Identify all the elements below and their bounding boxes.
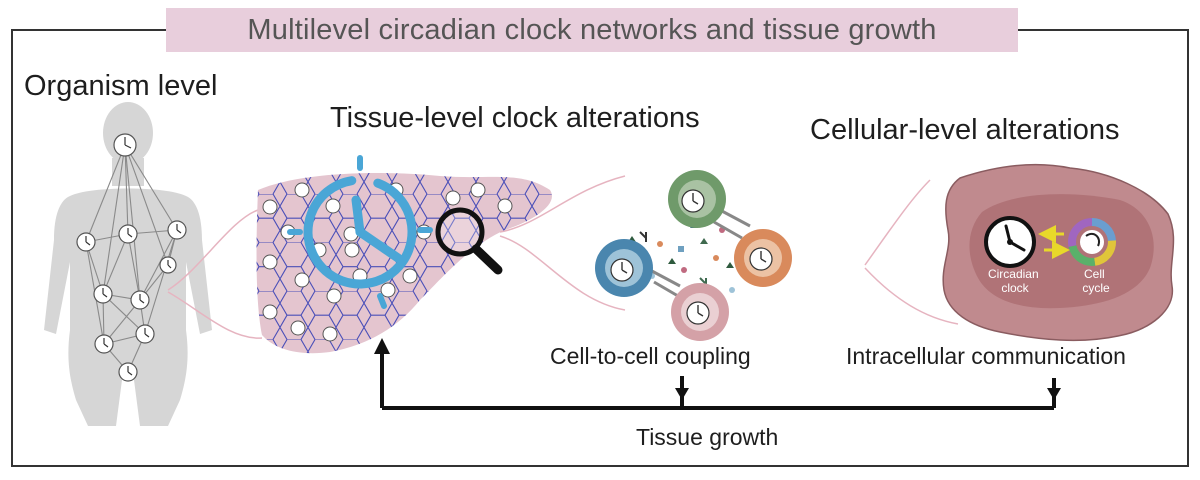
cell-coupling-cluster (595, 170, 792, 341)
tissue-big-clock-icon (287, 155, 433, 309)
cell-cycle-icon (1068, 218, 1116, 266)
outer-frame (11, 29, 1189, 467)
connector-liver-cells (499, 175, 626, 311)
connector-cells-bigcell (864, 179, 959, 325)
cell-circadian-clock-icon (984, 216, 1036, 268)
circadian-clock-label: Circadian clock (988, 267, 1042, 295)
diagram-title: Multilevel circadian clock networks and … (247, 13, 937, 46)
cellular-level-label: Cellular-level alterations (810, 114, 1120, 146)
cell-label-line2: clock (1001, 281, 1029, 295)
connector-body-liver (167, 209, 263, 339)
body-clock-hands (85, 137, 182, 376)
cell-cycle-label: Cell cycle (1082, 267, 1110, 295)
cell-label-line2: cycle (1082, 281, 1110, 295)
intracellular-label: Intracellular communication (846, 343, 1126, 369)
arrowhead-up-liver (374, 338, 390, 354)
arrowhead-down-coupling (675, 388, 689, 400)
title-banner: Multilevel circadian clock networks and … (166, 8, 1018, 52)
tissue-growth-label: Tissue growth (636, 424, 779, 450)
coupling-label: Cell-to-cell coupling (550, 343, 751, 369)
magnifier-icon (435, 207, 503, 275)
liver-clock-nodes (262, 182, 513, 342)
arrowhead-down-intracellular (1047, 388, 1061, 400)
organism-level-label: Organism level (24, 70, 218, 102)
tissue-level-label: Tissue-level clock alterations (330, 102, 700, 134)
